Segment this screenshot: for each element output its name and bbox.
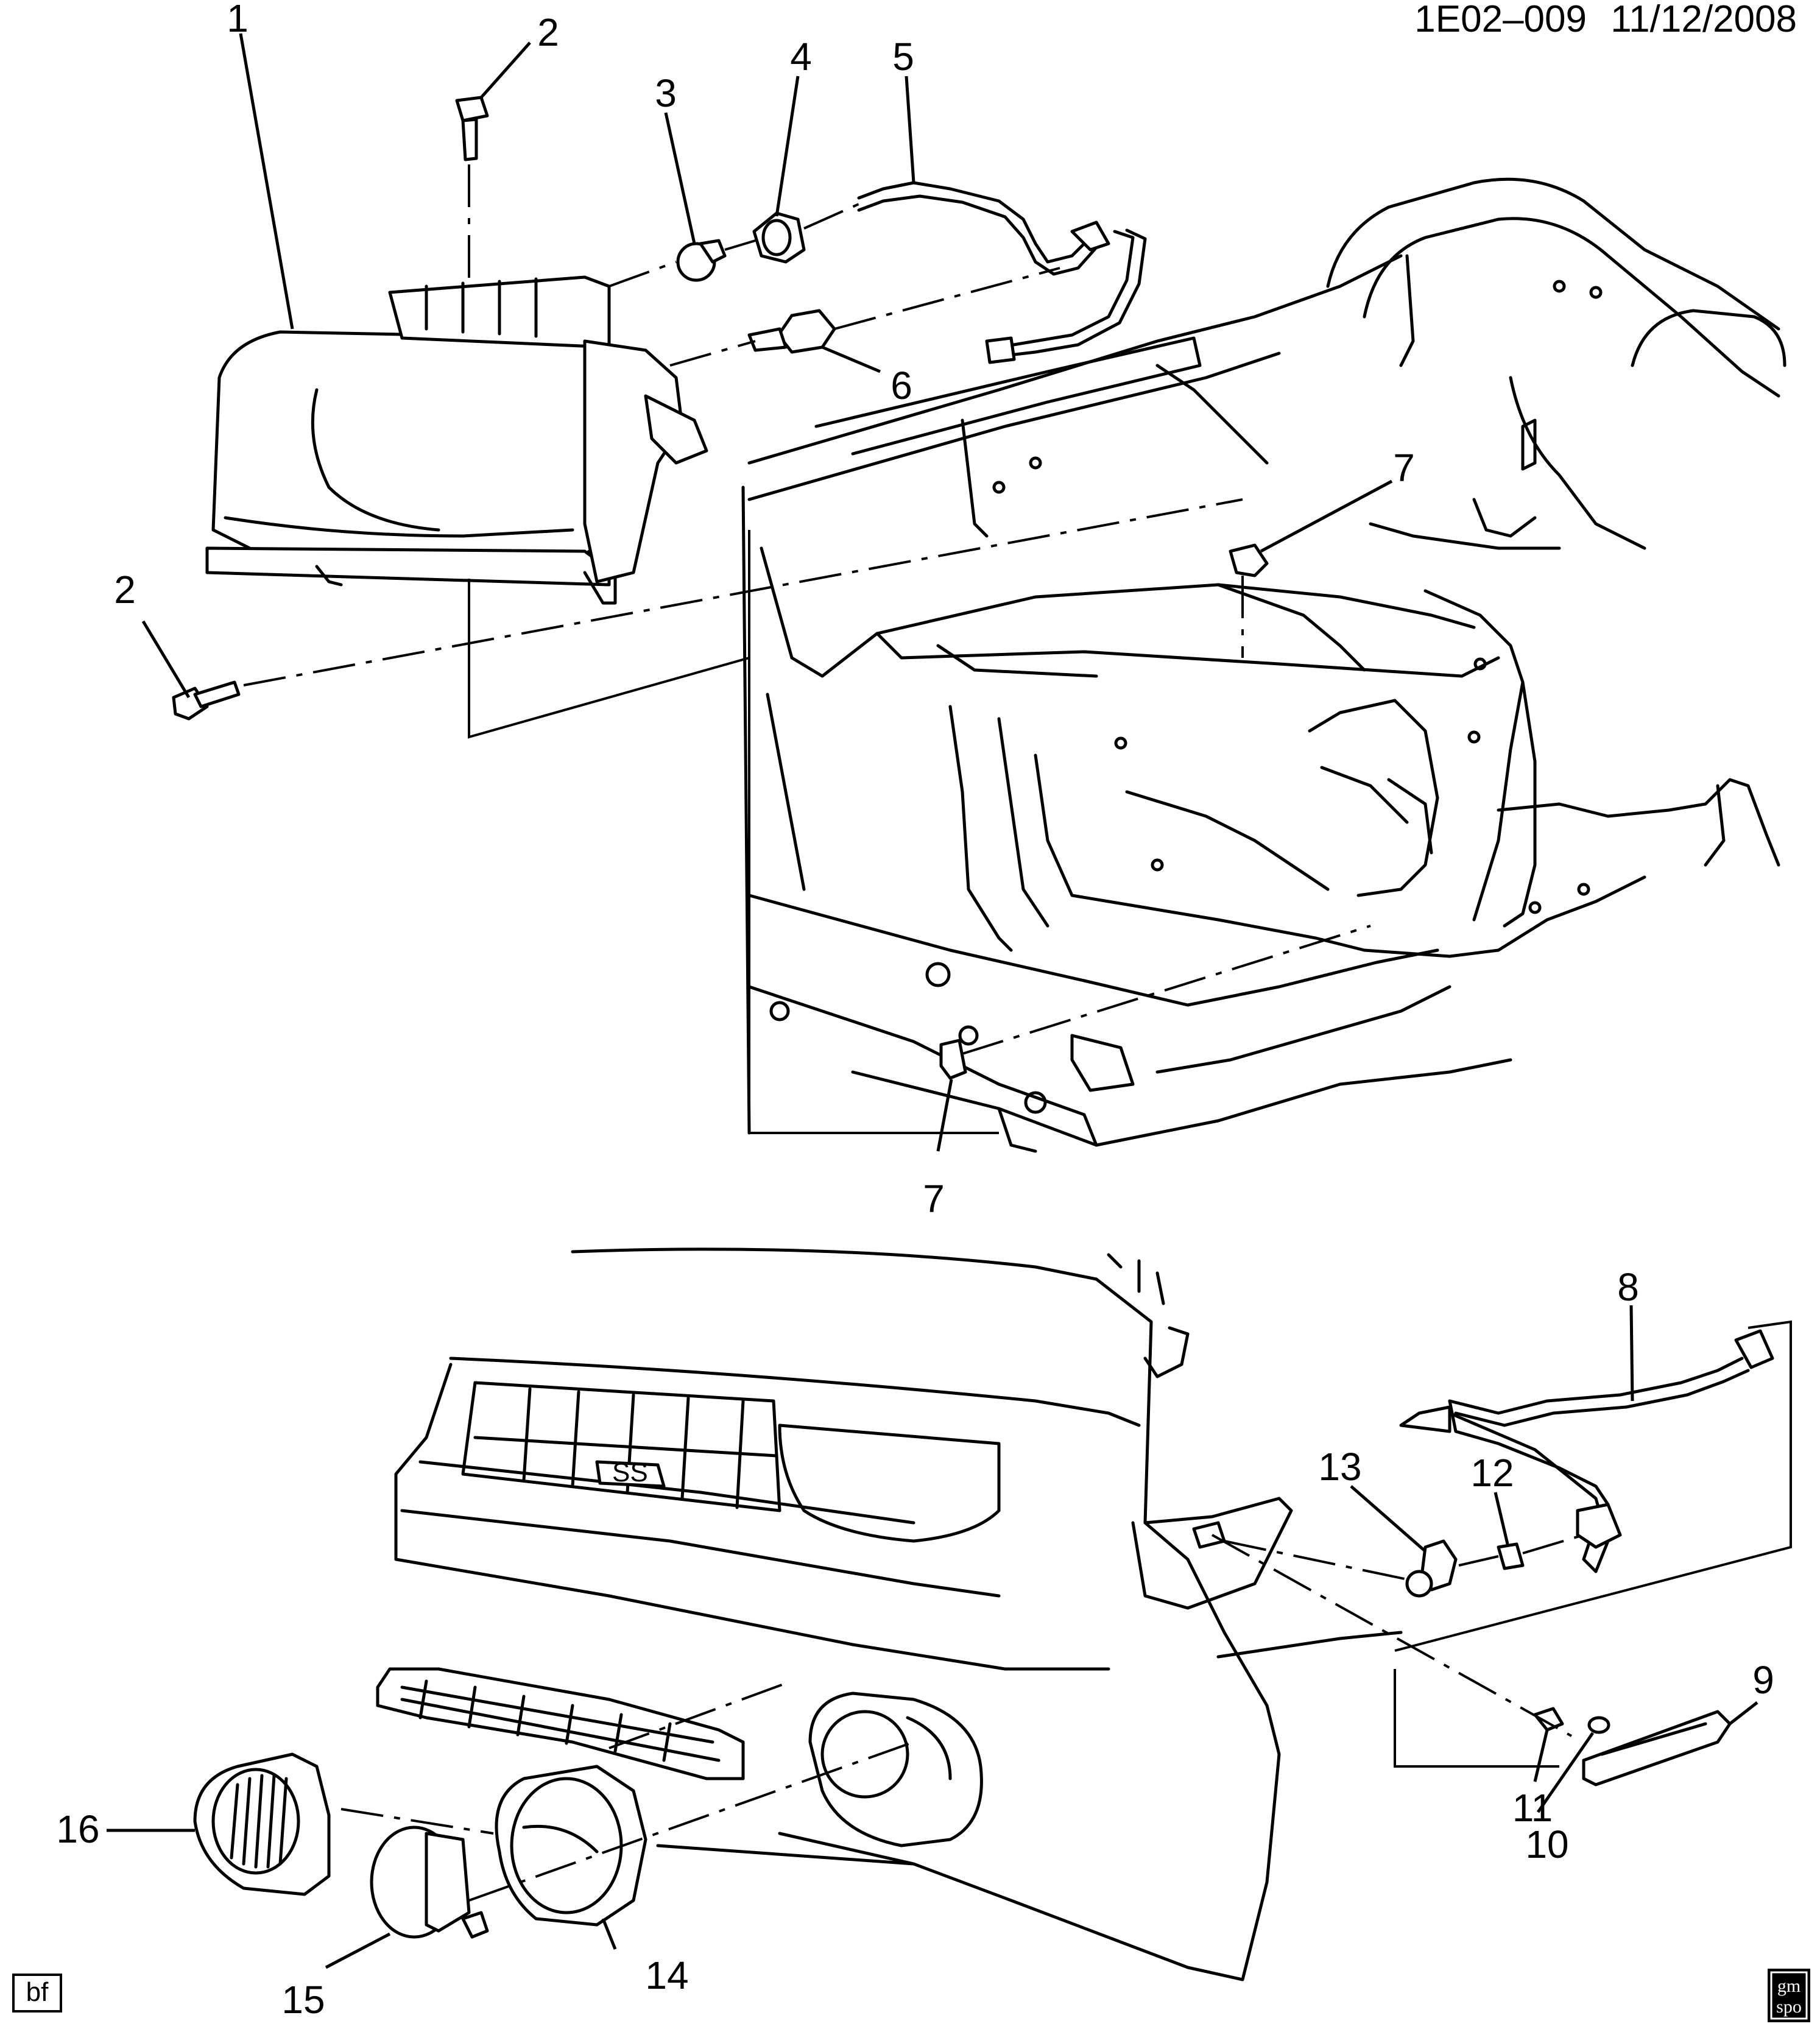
side-marker-9	[1582, 1710, 1732, 1787]
gm-spo-logo: gm spo	[1768, 1969, 1810, 2022]
callout-11: 11	[1512, 1786, 1553, 1830]
callout-15: 15	[281, 1978, 325, 2022]
drawing-id: 1E02–009	[1414, 0, 1587, 40]
callout-5: 5	[892, 35, 914, 79]
callout-14: 14	[645, 1953, 688, 1997]
logo-line1: gm	[1777, 1976, 1801, 1996]
logo-line2: spo	[1776, 1997, 1802, 2017]
upper-parts	[172, 96, 1269, 1080]
callout-labels: 1 2 2 3 4 5 6 7 7 8 9 10 11 12 13 14 15 …	[56, 0, 1774, 2022]
ss-badge-mark: SS	[612, 1458, 648, 1487]
upper-explode-lines	[243, 164, 1371, 1134]
lower-parts	[193, 1329, 1774, 1939]
upper-leaders	[141, 33, 1393, 1152]
tag-text: bf	[26, 1977, 49, 2007]
callout-9: 9	[1752, 1658, 1774, 1702]
callout-6: 6	[891, 364, 912, 407]
lower-explode-lines	[340, 1320, 1792, 1902]
harness-8	[1399, 1329, 1774, 1573]
callout-7-lower: 7	[923, 1177, 945, 1221]
tag-box	[12, 1974, 62, 2013]
socket-11	[1533, 1707, 1564, 1732]
bulb-6	[747, 309, 836, 354]
callout-8: 8	[1617, 1265, 1639, 1309]
front-fascia: SS	[376, 1247, 1403, 1981]
callout-16: 16	[56, 1807, 99, 1851]
callout-2-upper: 2	[537, 10, 559, 54]
lower-leaders	[107, 1305, 1758, 1969]
drawing-date: 11/12/2008	[1610, 0, 1797, 40]
callout-7-upper: 7	[1393, 446, 1415, 490]
callout-1: 1	[227, 0, 249, 40]
fog-lamp-15	[370, 1826, 489, 1939]
bulb-13	[1405, 1539, 1458, 1598]
callout-12: 12	[1470, 1451, 1514, 1495]
callout-3: 3	[655, 71, 677, 115]
clip-lower	[939, 1039, 967, 1080]
callout-2-lower: 2	[114, 568, 136, 612]
socket-12	[1497, 1542, 1525, 1570]
bulb-10	[1587, 1716, 1610, 1734]
bolt-upper	[455, 96, 489, 161]
bolt-lower	[172, 680, 241, 721]
front-body-structure	[741, 177, 1786, 1153]
logo-box	[1768, 1969, 1810, 2022]
callout-10: 10	[1525, 1822, 1568, 1866]
callout-4: 4	[790, 35, 812, 79]
callout-13: 13	[1318, 1445, 1361, 1489]
harness-5	[857, 181, 1147, 364]
clip-upper	[1229, 543, 1269, 577]
headlamp-assembly	[205, 275, 708, 605]
socket-4	[752, 211, 806, 264]
bulb-3	[676, 239, 727, 282]
fog-bezel-16	[193, 1752, 331, 1896]
footer-tag: bf	[12, 1974, 62, 2013]
